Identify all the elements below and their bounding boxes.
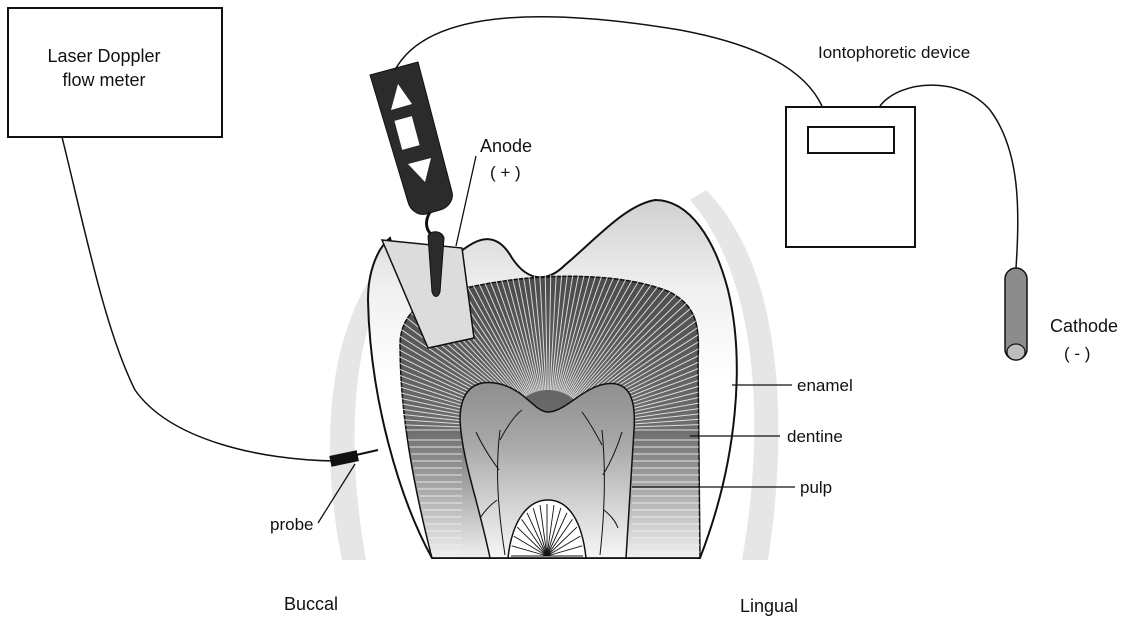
flow-meter-label-line2: flow meter <box>62 70 145 90</box>
flow-meter-label-line1: Laser Doppler <box>47 46 160 66</box>
probe-label: probe <box>270 515 313 534</box>
laser-doppler-flow-meter: Laser Doppler flow meter <box>8 8 222 137</box>
cathode-sign: ( - ) <box>1064 344 1090 363</box>
pulp-label: pulp <box>800 478 832 497</box>
laser-doppler-probe: probe <box>270 450 378 534</box>
buccal-label: Buccal <box>284 594 338 614</box>
flow-meter-cable <box>62 137 335 461</box>
cathode-label: Cathode <box>1050 316 1118 336</box>
anode-leader <box>456 156 476 246</box>
lingual-label: Lingual <box>740 596 798 616</box>
device-display <box>808 127 894 153</box>
iontophoretic-device: Iontophoretic device <box>786 43 970 247</box>
anode-sign: ( + ) <box>490 163 521 182</box>
probe-tip <box>356 450 378 455</box>
cathode: Cathode ( - ) <box>1005 268 1118 363</box>
anode-cable <box>395 17 822 106</box>
anode-label: Anode <box>480 136 532 156</box>
iontophoretic-device-label: Iontophoretic device <box>818 43 970 62</box>
cathode-end <box>1007 344 1025 360</box>
dentine-label: dentine <box>787 427 843 446</box>
enamel-label: enamel <box>797 376 853 395</box>
